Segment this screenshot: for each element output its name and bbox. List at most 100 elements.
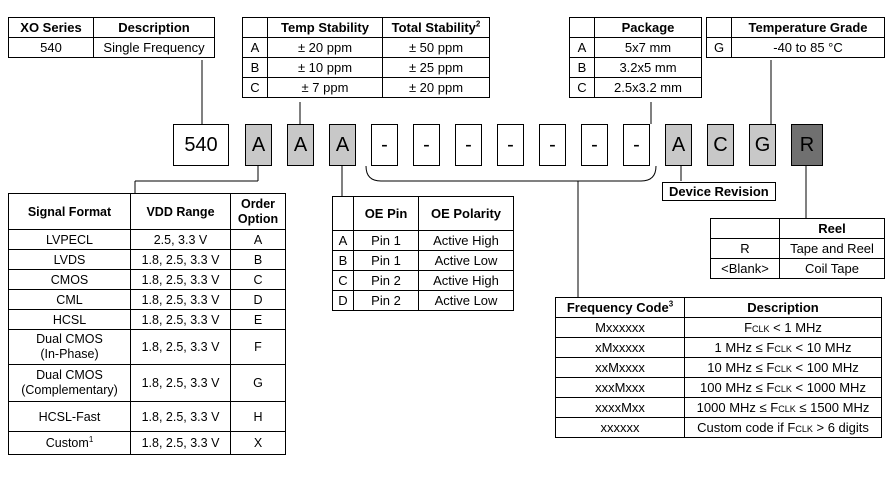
order-option-value: X: [230, 431, 286, 455]
signal-format-header: Signal Format: [8, 193, 131, 230]
package-header: Package: [594, 17, 702, 38]
reel-code-header: [710, 218, 780, 239]
vdd-range-value: 2.5, 3.3 V: [130, 229, 231, 250]
signal-format-value: Dual CMOS (In-Phase): [8, 329, 131, 365]
xo-series-description: Single Frequency: [93, 37, 215, 58]
order-option-header: Order Option: [230, 193, 286, 230]
oe-pin-value: Pin 1: [353, 230, 419, 251]
order-option-value: A: [230, 229, 286, 250]
frequency-code-value: xxxxMxx: [555, 397, 685, 418]
signal-format-value: CML: [8, 289, 131, 310]
device-revision-label: Device Revision: [662, 182, 776, 201]
temp-stability-value: ± 10 ppm: [267, 57, 383, 78]
frequency-description: FCLK < 1 MHz: [684, 317, 882, 338]
stability-table: Temp Stability Total Stability2 A± 20 pp…: [242, 17, 490, 98]
oe-code: A: [332, 230, 354, 251]
frequency-code-value: xxxMxxx: [555, 377, 685, 398]
part-box-freq: -: [497, 124, 524, 166]
frequency-code-value: xxxxxx: [555, 417, 685, 438]
order-option-value: G: [230, 364, 286, 402]
frequency-description: 10 MHz ≤ FCLK < 100 MHz: [684, 357, 882, 378]
part-box-freq: -: [623, 124, 650, 166]
signal-format-value: Dual CMOS (Complementary): [8, 364, 131, 402]
frequency-description: 100 MHz ≤ FCLK < 1000 MHz: [684, 377, 882, 398]
signal-format-value: Custom1: [8, 431, 131, 455]
signal-format-table: Signal Format VDD Range Order Option LVP…: [8, 193, 286, 455]
signal-format-value: CMOS: [8, 269, 131, 290]
stability-code: B: [242, 57, 268, 78]
signal-format-value: HCSL: [8, 309, 131, 330]
package-code: B: [569, 57, 595, 78]
reel-value: Tape and Reel: [779, 238, 885, 259]
oe-pin-value: Pin 2: [353, 270, 419, 291]
package-value: 2.5x3.2 mm: [594, 77, 702, 98]
frequency-code-value: xMxxxxx: [555, 337, 685, 358]
part-box-freq: -: [455, 124, 482, 166]
part-box-package: C: [707, 124, 734, 166]
vdd-range-value: 1.8, 2.5, 3.3 V: [130, 329, 231, 365]
order-option-value: H: [230, 401, 286, 432]
stability-code: C: [242, 77, 268, 98]
oe-polarity-header: OE Polarity: [418, 196, 514, 231]
part-box-freq: -: [413, 124, 440, 166]
vdd-range-value: 1.8, 2.5, 3.3 V: [130, 269, 231, 290]
frequency-description-header: Description: [684, 297, 882, 318]
signal-format-value: LVPECL: [8, 229, 131, 250]
part-box-signal-format: A: [245, 124, 272, 166]
frequency-code-value: xxMxxxx: [555, 357, 685, 378]
total-stability-value: ± 20 ppm: [382, 77, 490, 98]
temp-stability-header: Temp Stability: [267, 17, 383, 38]
temperature-grade-header: Temperature Grade: [731, 17, 885, 38]
stability-code: A: [242, 37, 268, 58]
total-stability-value: ± 50 ppm: [382, 37, 490, 58]
footnote-marker: 2: [475, 19, 481, 29]
temp-grade-code-header: [706, 17, 732, 38]
part-box-oe: A: [329, 124, 356, 166]
temp-grade-value: -40 to 85 °C: [731, 37, 885, 58]
frequency-description: 1000 MHz ≤ FCLK ≤ 1500 MHz: [684, 397, 882, 418]
oe-pin-header: OE Pin: [353, 196, 419, 231]
description-header: Description: [93, 17, 215, 38]
part-box-stability: A: [287, 124, 314, 166]
part-box-freq: -: [581, 124, 608, 166]
vdd-range-header: VDD Range: [130, 193, 231, 230]
oe-polarity-value: Active Low: [418, 250, 514, 271]
frequency-code-header: Frequency Code3: [555, 297, 685, 318]
order-option-value: F: [230, 329, 286, 365]
oe-pin-value: Pin 1: [353, 250, 419, 271]
total-stability-value: ± 25 ppm: [382, 57, 490, 78]
oe-pin-value: Pin 2: [353, 290, 419, 311]
vdd-range-value: 1.8, 2.5, 3.3 V: [130, 401, 231, 432]
temp-stability-value: ± 7 ppm: [267, 77, 383, 98]
reel-code: <Blank>: [710, 258, 780, 279]
order-option-value: E: [230, 309, 286, 330]
footnote-marker: 3: [668, 299, 674, 309]
part-box-freq: -: [371, 124, 398, 166]
package-code: A: [569, 37, 595, 58]
part-box-revision: A: [665, 124, 692, 166]
oe-polarity-value: Active Low: [418, 290, 514, 311]
order-option-value: D: [230, 289, 286, 310]
oe-code-header: [332, 196, 354, 231]
order-option-value: B: [230, 249, 286, 270]
stability-code-header: [242, 17, 268, 38]
reel-header: Reel: [779, 218, 885, 239]
part-box-temp-grade: G: [749, 124, 776, 166]
package-value: 3.2x5 mm: [594, 57, 702, 78]
temp-stability-value: ± 20 ppm: [267, 37, 383, 58]
signal-format-value: LVDS: [8, 249, 131, 270]
vdd-range-value: 1.8, 2.5, 3.3 V: [130, 249, 231, 270]
vdd-range-value: 1.8, 2.5, 3.3 V: [130, 309, 231, 330]
temperature-grade-table: Temperature Grade G -40 to 85 °C: [706, 17, 885, 58]
frequency-code-value: Mxxxxxx: [555, 317, 685, 338]
vdd-range-value: 1.8, 2.5, 3.3 V: [130, 364, 231, 402]
frequency-description: 1 MHz ≤ FCLK < 10 MHz: [684, 337, 882, 358]
package-code-header: [569, 17, 595, 38]
vdd-range-value: 1.8, 2.5, 3.3 V: [130, 431, 231, 455]
total-stability-header: Total Stability2: [382, 17, 490, 38]
